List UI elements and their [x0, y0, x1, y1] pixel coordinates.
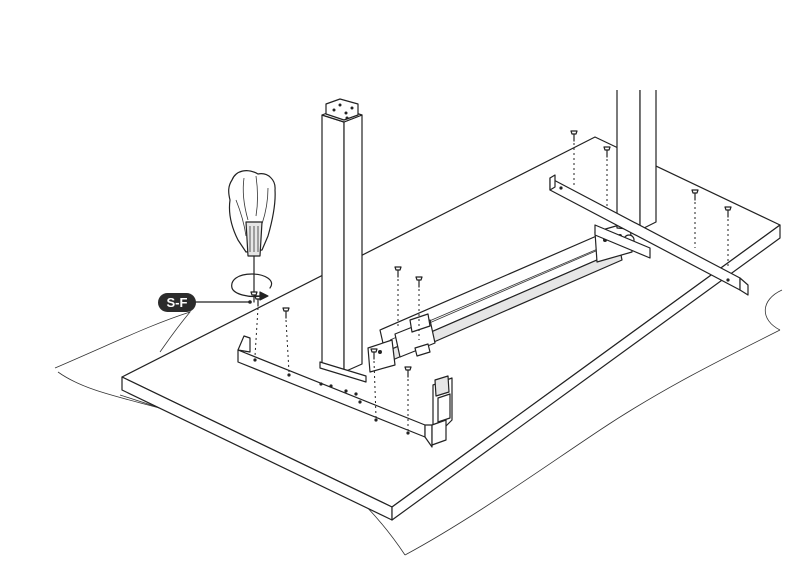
rotate-arrow-icon [231, 273, 273, 301]
hand-icon [228, 170, 276, 253]
screw-icon [394, 266, 402, 326]
screw-icon [691, 189, 699, 248]
screw-icon [282, 307, 290, 373]
control-handset [431, 375, 453, 446]
screw-icon [603, 146, 611, 206]
part-badge [158, 293, 196, 312]
screw-icon [570, 130, 578, 186]
screwdriver-icon [245, 221, 263, 293]
left-leg [321, 98, 363, 373]
left-foot [237, 335, 433, 448]
screw-icon [250, 291, 258, 303]
right-leg [549, 90, 749, 296]
screw-icon [370, 348, 378, 418]
screw-icon [415, 276, 423, 340]
screw-icon [404, 366, 412, 430]
part-code-label: S-F [167, 295, 188, 310]
screws [254, 130, 732, 430]
part-callout: S-F [158, 293, 252, 312]
screw-icon [724, 206, 732, 266]
